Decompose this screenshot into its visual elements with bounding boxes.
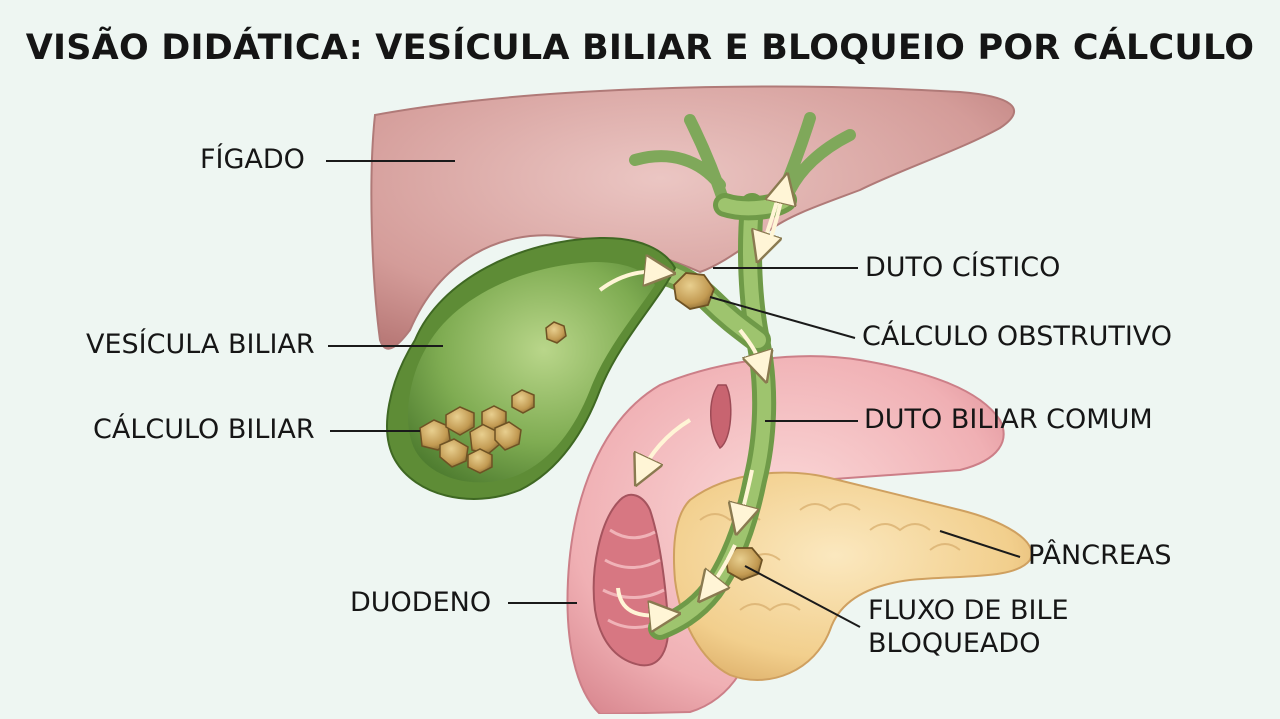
label-duodeno: DUODENO: [350, 587, 492, 618]
bile-flow-arrows: [598, 188, 784, 616]
label-calculo-obstrutivo: CÁLCULO OBSTRUTIVO: [862, 321, 1173, 352]
label-pancreas: PÂNCREAS: [1028, 540, 1172, 571]
label-figado: FÍGADO: [200, 144, 305, 175]
label-vesicula-biliar: VESÍCULA BILIAR: [86, 329, 315, 360]
gallstones-cluster: [419, 321, 567, 474]
label-fluxo-bile-linha2: BLOQUEADO: [868, 628, 1041, 659]
label-duto-cistico: DUTO CÍSTICO: [865, 252, 1061, 283]
label-duto-biliar-comum: DUTO BILIAR COMUM: [864, 404, 1153, 435]
pancreas-shape: [672, 471, 1033, 681]
label-fluxo-bile-linha1: FLUXO DE BILE: [868, 595, 1069, 626]
obstructive-stone: [673, 272, 716, 310]
leader-lines: [326, 160, 1021, 628]
hepatic-ducts: [629, 112, 856, 211]
diagram-title: VISÃO DIDÁTICA: VESÍCULA BILIAR E BLOQUE…: [25, 28, 1255, 68]
label-calculo-biliar: CÁLCULO BILIAR: [93, 414, 315, 445]
